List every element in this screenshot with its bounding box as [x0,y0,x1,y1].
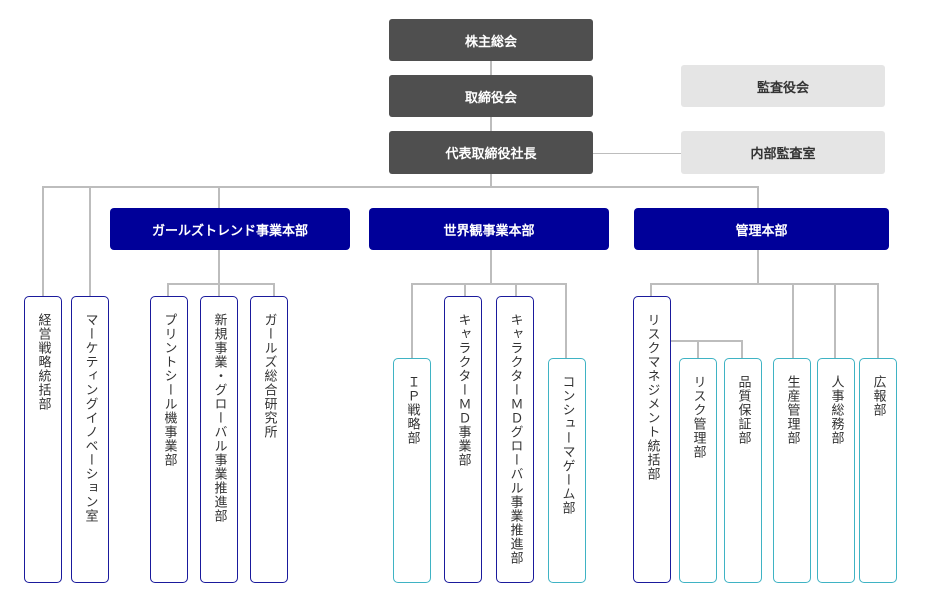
dept-production-control: 生産管理部 [773,358,811,583]
dept-label: キャラクターＭＤ事業部 [455,313,471,467]
dept-label: 生産管理部 [784,375,800,445]
division-girls-trend: ガールズトレンド事業本部 [110,208,350,250]
dept-label: 品質保証部 [735,375,751,445]
shareholders-meeting-label: 株主総会 [464,34,517,50]
internal-audit-box: 内部監査室 [681,131,885,174]
shareholders-meeting-box: 株主総会 [389,19,593,61]
internal-audit-label: 内部監査室 [750,147,816,162]
dept-label: リスクマネジメント統括部 [644,313,660,481]
division-world-view: 世界観事業本部 [369,208,609,250]
president-box: 代表取締役社長 [389,131,593,174]
dept-girls-research-institute: ガールズ総合研究所 [250,296,288,583]
dept-label: マーケティングイノベーション室 [82,313,98,523]
dept-label: 人事総務部 [828,375,844,445]
audit-board-box: 監査役会 [681,65,885,107]
dept-label: ＩＰ戦略部 [404,375,420,445]
dept-label: 新規事業・グローバル事業推進部 [211,313,227,523]
dept-new-global-business: 新規事業・グローバル事業推進部 [200,296,238,583]
dept-character-md-global: キャラクターＭＤグローバル事業推進部 [496,296,534,583]
president-label: 代表取締役社長 [445,147,537,162]
board-of-directors-label: 取締役会 [464,90,517,106]
dept-label: リスク管理部 [690,375,706,459]
dept-marketing-innovation: マーケティングイノベーション室 [71,296,109,583]
dept-public-relations: 広報部 [859,358,897,583]
dept-character-md: キャラクターＭＤ事業部 [444,296,482,583]
dept-risk-management: リスク管理部 [679,358,717,583]
dept-hr-general-affairs: 人事総務部 [817,358,855,583]
dept-corporate-strategy: 経営戦略統括部 [24,296,62,583]
dept-risk-management-hq: リスクマネジメント統括部 [633,296,671,583]
dept-consumer-game: コンシューマゲーム部 [548,358,586,583]
dept-label: プリントシール機事業部 [161,313,177,467]
dept-label: 広報部 [870,375,886,417]
division-administration: 管理本部 [634,208,889,250]
division-label: 世界観事業本部 [443,223,535,239]
division-label: ガールズトレンド事業本部 [151,223,308,239]
dept-label: キャラクターＭＤグローバル事業推進部 [507,313,523,565]
dept-print-sticker: プリントシール機事業部 [150,296,188,583]
dept-quality-assurance: 品質保証部 [724,358,762,583]
dept-label: ガールズ総合研究所 [261,313,277,439]
audit-board-label: 監査役会 [756,80,809,96]
division-label: 管理本部 [735,223,788,239]
dept-label: 経営戦略統括部 [35,313,51,411]
dept-ip-strategy: ＩＰ戦略部 [393,358,431,583]
board-of-directors-box: 取締役会 [389,75,593,117]
dept-label: コンシューマゲーム部 [559,375,575,515]
